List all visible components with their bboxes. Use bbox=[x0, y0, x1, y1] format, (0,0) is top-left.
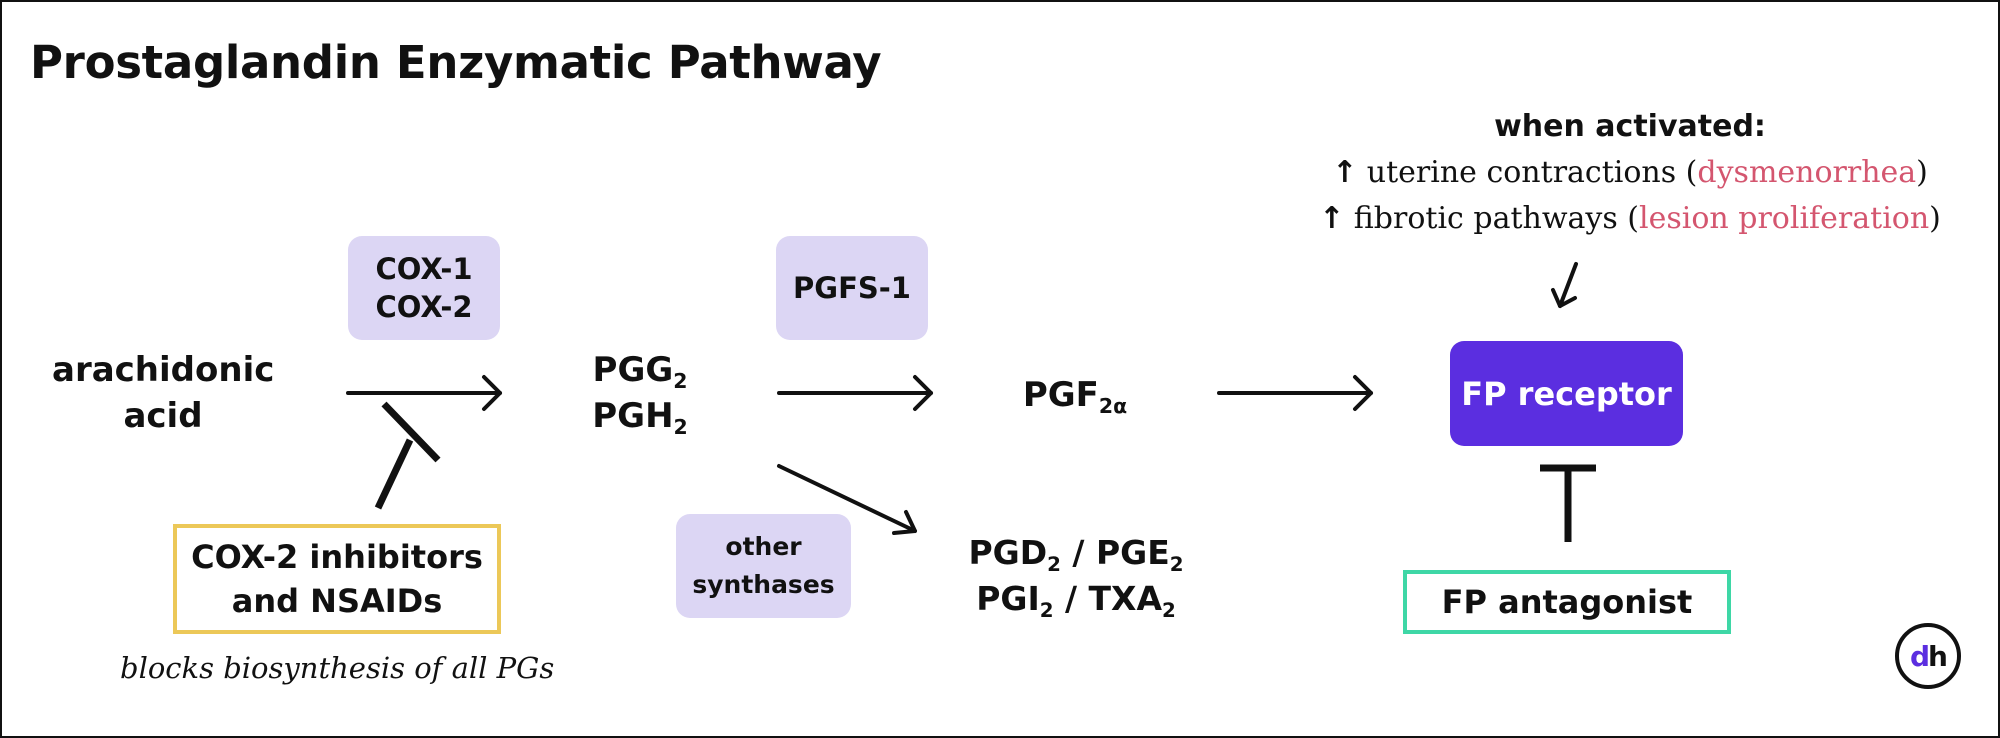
pgd2-pge2-label: PGD2 / PGE2 bbox=[968, 533, 1184, 576]
arrow-effects-head bbox=[1551, 288, 1577, 308]
arrow-other-synthases bbox=[777, 464, 917, 533]
dysmenorrhea-highlight: dysmenorrhea bbox=[1697, 155, 1917, 190]
inhibitor-note: blocks biosynthesis of all PGs bbox=[120, 651, 555, 685]
pgfs-enzyme-box: PGFS-1 bbox=[776, 236, 928, 340]
effect-fibrotic-pathways: ↑ fibrotic pathways (lesion proliferatio… bbox=[1319, 201, 1941, 236]
up-arrow-icon: ↑ bbox=[1332, 155, 1358, 190]
inhibition-t-icon bbox=[374, 438, 414, 510]
arachidonic-acid-line2: acid bbox=[123, 396, 203, 436]
cox2-inhibitors-box: COX-2 inhibitors and NSAIDs bbox=[173, 524, 501, 634]
inhibitors-line1: COX-2 inhibitors bbox=[191, 538, 483, 576]
up-arrow-icon: ↑ bbox=[1319, 201, 1345, 236]
pgfs-enzyme-label: PGFS-1 bbox=[793, 271, 911, 305]
other-synthases-box: other synthases bbox=[676, 514, 851, 618]
inhibition-t-bar bbox=[381, 401, 441, 463]
pgg2-label: PGG2 bbox=[592, 350, 688, 394]
arrow-to-receptor-head bbox=[1353, 375, 1373, 411]
arrow-other-synthases-head bbox=[892, 510, 917, 535]
other-prostanoids-node: PGD2 / PGE2 PGI2 / TXA2 bbox=[940, 530, 1212, 622]
diagram-title: Prostaglandin Enzymatic Pathway bbox=[30, 36, 882, 89]
lesion-proliferation-highlight: lesion proliferation bbox=[1639, 201, 1930, 236]
other-synthases-line2: synthases bbox=[692, 570, 835, 599]
pgf2a-node: PGF2α bbox=[1022, 375, 1128, 419]
arrow-effects bbox=[1558, 262, 1578, 308]
activation-heading: when activated: bbox=[1494, 109, 1766, 144]
arrow-pgfs-head bbox=[913, 375, 933, 411]
other-synthases-line1: other bbox=[725, 532, 802, 561]
effect-uterine-contractions: ↑ uterine contractions (dysmenorrhea) bbox=[1332, 155, 1928, 190]
cox-enzyme-line1: COX-1 bbox=[375, 252, 473, 286]
pgi2-txa2-label: PGI2 / TXA2 bbox=[976, 579, 1176, 622]
fp-antagonist-box: FP antagonist bbox=[1403, 570, 1731, 634]
arachidonic-acid-line1: arachidonic bbox=[52, 350, 275, 390]
fp-receptor-box: FP receptor bbox=[1450, 341, 1683, 446]
pgh2-label: PGH2 bbox=[592, 396, 688, 440]
arachidonic-acid-node: arachidonic acid bbox=[52, 347, 274, 439]
arrow-cox-head bbox=[482, 375, 502, 411]
fp-receptor-label: FP receptor bbox=[1461, 374, 1672, 413]
cox-enzyme-box: COX-1 COX-2 bbox=[348, 236, 500, 340]
cox-enzyme-line2: COX-2 bbox=[375, 290, 473, 324]
fp-antagonist-label: FP antagonist bbox=[1441, 583, 1693, 621]
pgg-pgh-node: PGG2 PGH2 bbox=[560, 347, 720, 439]
inhibitors-line2: and NSAIDs bbox=[231, 582, 443, 620]
activation-effects: when activated: ↑ uterine contractions (… bbox=[1280, 104, 1980, 242]
